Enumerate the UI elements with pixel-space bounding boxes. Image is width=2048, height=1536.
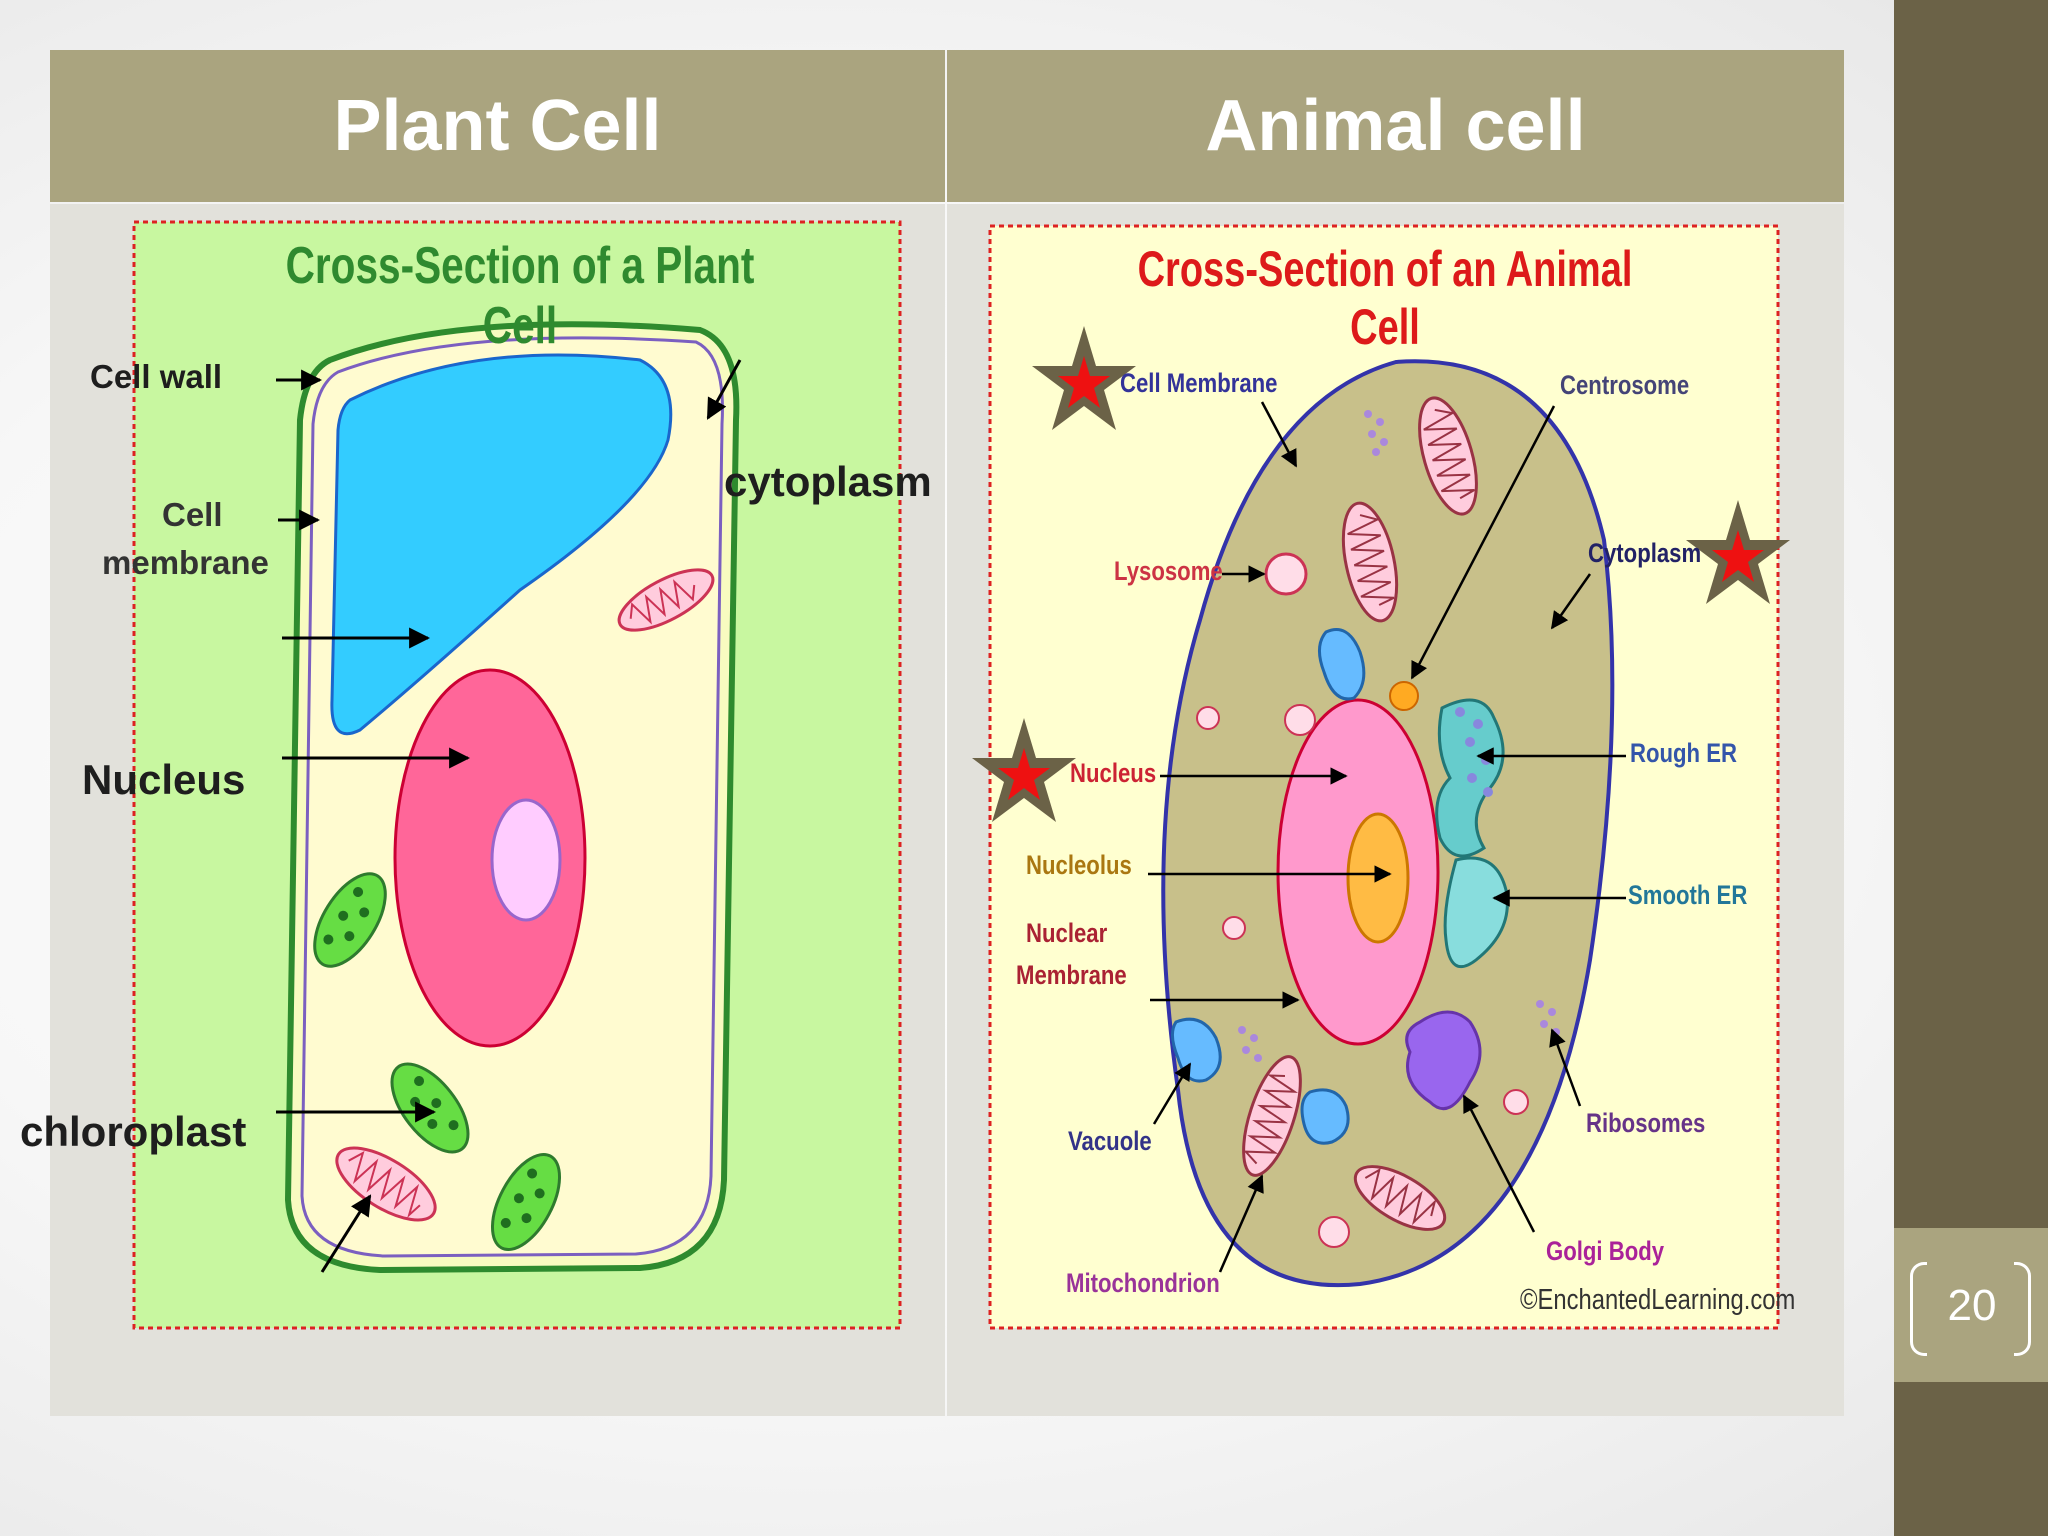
- animal-mitochondrion-2: [1341, 501, 1399, 623]
- label-chloroplast: chloroplast: [20, 1108, 247, 1155]
- arrow-animal-cytoplasm: [1550, 573, 1592, 630]
- header-plant-cell: Plant Cell: [50, 50, 945, 202]
- animal-vacuole-3: [1300, 1088, 1350, 1145]
- animal-credit: ©EnchantedLearning.com: [1520, 1284, 1796, 1316]
- arrow-animal-centrosome: [1410, 405, 1556, 680]
- star-cytoplasm-icon: [1686, 500, 1790, 604]
- animal-vacuole-1: [1318, 628, 1366, 701]
- plant-nucleolus: [490, 798, 562, 922]
- animal-label-nuclear-membrane-line1: Nuclear: [1026, 918, 1108, 948]
- animal-vesicle-4: [1503, 1089, 1529, 1115]
- page-number: 20: [1947, 1281, 1997, 1330]
- animal-label-vacuole: Vacuole: [1068, 1126, 1152, 1156]
- page-number-box: [1894, 1228, 2048, 1382]
- animal-nucleolus: [1346, 812, 1410, 944]
- page-number-bracket-left: [1910, 1262, 1927, 1356]
- animal-vesicle-5: [1318, 1216, 1350, 1248]
- label-cell-membrane-line1: Cell: [162, 496, 223, 533]
- arrow-cytoplasm: [706, 359, 742, 420]
- animal-label-smooth-er: Smooth ER: [1628, 880, 1748, 910]
- animal-smooth-er: [1443, 856, 1509, 969]
- animal-label-nucleus: Nucleus: [1070, 758, 1157, 788]
- animal-label-centrosome: Centrosome: [1560, 370, 1690, 400]
- animal-lysosome: [1264, 552, 1308, 596]
- page-number-bracket-right: [2014, 1262, 2031, 1356]
- header-animal-cell: Animal cell: [947, 50, 1844, 202]
- animal-label-ribosomes: Ribosomes: [1586, 1108, 1706, 1138]
- animal-label-cell-membrane: Cell Membrane: [1120, 368, 1278, 398]
- animal-vesicle-2: [1284, 704, 1316, 736]
- animal-label-mitochondrion: Mitochondrion: [1066, 1268, 1220, 1298]
- star-cell-membrane-icon: [1032, 326, 1136, 430]
- animal-vesicle-3: [1222, 916, 1246, 940]
- plant-mitochondrion-1: [617, 568, 715, 632]
- label-cytoplasm: cytoplasm: [724, 458, 932, 505]
- arrow-animal-mitochondrion: [1218, 1174, 1264, 1273]
- plant-mitochondrion-2: [335, 1146, 437, 1222]
- animal-mitochondrion-4: [1353, 1165, 1447, 1231]
- animal-label-rough-er: Rough ER: [1630, 738, 1737, 768]
- plant-chloroplast-1: [313, 872, 387, 968]
- animal-label-lysosome: Lysosome: [1114, 556, 1223, 586]
- plant-chloroplast-3: [490, 1152, 562, 1252]
- animal-label-golgi-body: Golgi Body: [1546, 1236, 1665, 1266]
- animal-ribosomes: [1238, 410, 1560, 1062]
- animal-mitochondrion-1: [1418, 396, 1478, 516]
- animal-vesicle-1: [1196, 706, 1220, 730]
- animal-label-cytoplasm: Cytoplasm: [1588, 538, 1702, 568]
- arrow-mitochondrion: [320, 1194, 372, 1273]
- plant-diagram-title: Cross-Section of a Plant Cell: [285, 237, 755, 355]
- arrow-animal-golgi: [1462, 1094, 1536, 1233]
- label-nucleus: Nucleus: [82, 756, 246, 803]
- animal-label-nucleolus: Nucleolus: [1026, 850, 1132, 880]
- arrow-animal-vacuole: [1152, 1062, 1192, 1125]
- plant-nucleus: [393, 668, 587, 1048]
- arrow-animal-ribosomes: [1549, 1028, 1582, 1107]
- animal-label-nuclear-membrane-line2: Membrane: [1016, 960, 1127, 990]
- label-cell-membrane-line2: membrane: [102, 544, 269, 581]
- animal-centrosome: [1389, 681, 1419, 711]
- star-nucleus-icon: [972, 718, 1076, 822]
- animal-diagram-title: Cross-Section of an Animal Cell: [1137, 241, 1633, 355]
- arrow-animal-cell-membrane: [1260, 401, 1298, 468]
- label-cell-wall: Cell wall: [90, 358, 223, 395]
- animal-golgi-body: [1405, 1010, 1482, 1111]
